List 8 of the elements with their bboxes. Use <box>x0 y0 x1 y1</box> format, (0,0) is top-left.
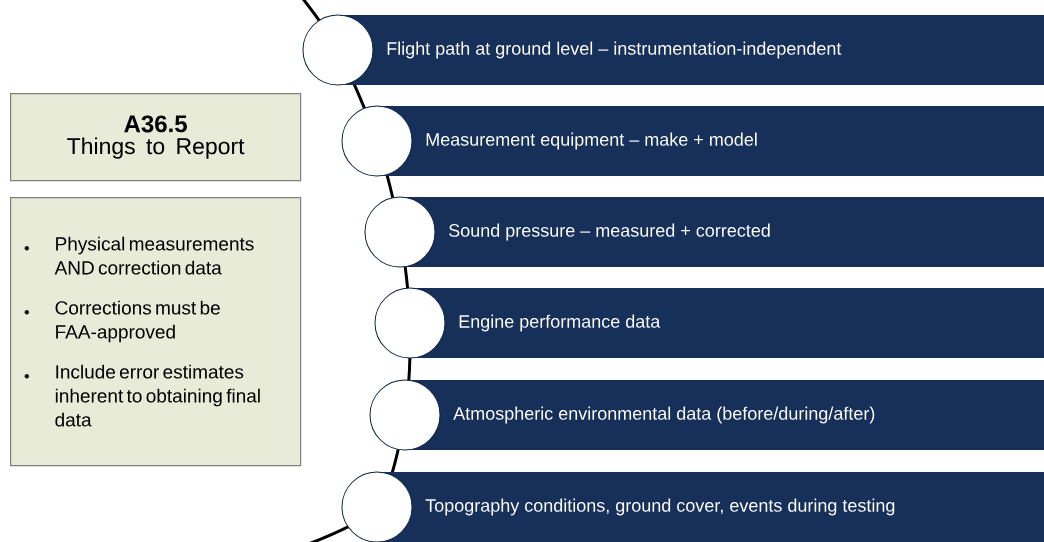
banner-bar: Sound pressure – measured + corrected <box>400 197 1044 267</box>
bullet-list-box: Physical measurements AND correction data Corrections must be FAA-approved Include error estimates inherent to obtaining final data <box>10 197 302 467</box>
banner-bar: Engine performance data <box>410 288 1044 358</box>
banner-bar: Topography conditions, ground cover, events during testing <box>377 472 1044 542</box>
banner-bar: Atmospheric environmental data (before/during/after) <box>405 380 1044 450</box>
title-box: A36.5 Things to Report <box>10 93 302 182</box>
banner-bar: Measurement equipment – make + model <box>377 106 1044 176</box>
banner-bar: Flight path at ground level – instrumentation-independent <box>338 15 1044 85</box>
